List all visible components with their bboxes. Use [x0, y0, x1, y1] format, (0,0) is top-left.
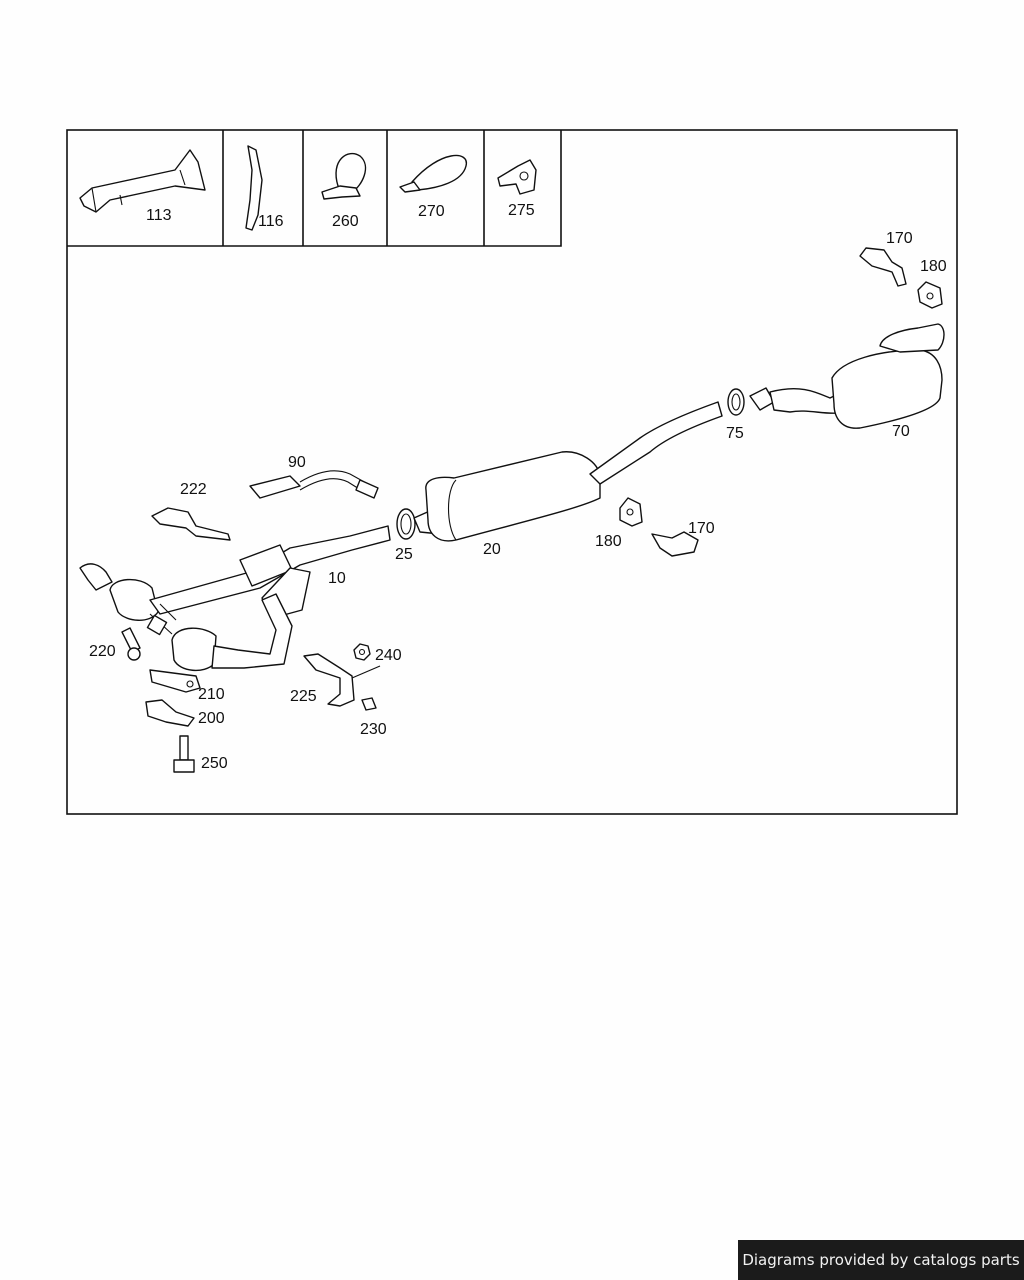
label-180-lower: 180: [595, 533, 622, 550]
label-275: 275: [508, 202, 535, 219]
label-230: 230: [360, 721, 387, 738]
footer-text: Diagrams provided by catalogs parts: [742, 1251, 1020, 1269]
part-220-bolt: [121, 627, 141, 661]
part-222-bracket: [151, 507, 231, 541]
label-260: 260: [332, 213, 359, 230]
part-75-clamp: [727, 388, 745, 416]
inset-boxes: [67, 130, 562, 247]
label-20: 20: [483, 541, 501, 558]
label-90: 90: [288, 454, 306, 471]
footer-credit: Diagrams provided by catalogs parts: [738, 1240, 1024, 1280]
label-222: 222: [180, 481, 207, 498]
part-113-bracket: [79, 149, 206, 213]
label-113: 113: [146, 207, 172, 224]
part-200-bracket: [145, 699, 195, 727]
label-25: 25: [395, 546, 413, 563]
label-10: 10: [328, 570, 346, 587]
part-25-clamp: [396, 508, 416, 540]
label-116: 116: [258, 213, 284, 230]
label-210: 210: [198, 686, 225, 703]
part-90-sensor: [249, 470, 379, 499]
part-20-centre-muffler: [413, 401, 723, 542]
part-270-tie: [399, 154, 467, 193]
part-170a-hanger: [859, 247, 907, 287]
diagram-frame: [66, 129, 958, 815]
label-250: 250: [201, 755, 228, 772]
part-170b-hanger: [651, 531, 699, 557]
label-220: 220: [89, 643, 116, 660]
part-240-nut: [351, 643, 381, 679]
label-270: 270: [418, 203, 445, 220]
part-260-clip: [321, 152, 367, 200]
label-170-upper: 170: [886, 230, 913, 247]
label-225: 225: [290, 688, 317, 705]
label-170-lower: 170: [688, 520, 715, 537]
part-180b-rubber-mount: [619, 497, 643, 527]
part-225-bracket: [303, 653, 355, 707]
part-180a-rubber-mount: [917, 281, 943, 309]
label-75: 75: [726, 425, 744, 442]
part-116-strip: [245, 145, 263, 231]
label-240: 240: [375, 647, 402, 664]
label-70: 70: [892, 423, 910, 440]
part-250-bolt: [173, 735, 195, 773]
part-275-bracket: [497, 159, 537, 195]
part-210-plate: [149, 669, 201, 693]
part-230-nut: [361, 697, 377, 711]
label-200: 200: [198, 710, 225, 727]
part-70-rear-muffler: [749, 323, 945, 429]
label-180-upper: 180: [920, 258, 947, 275]
part-10-front-pipe: [79, 525, 391, 671]
